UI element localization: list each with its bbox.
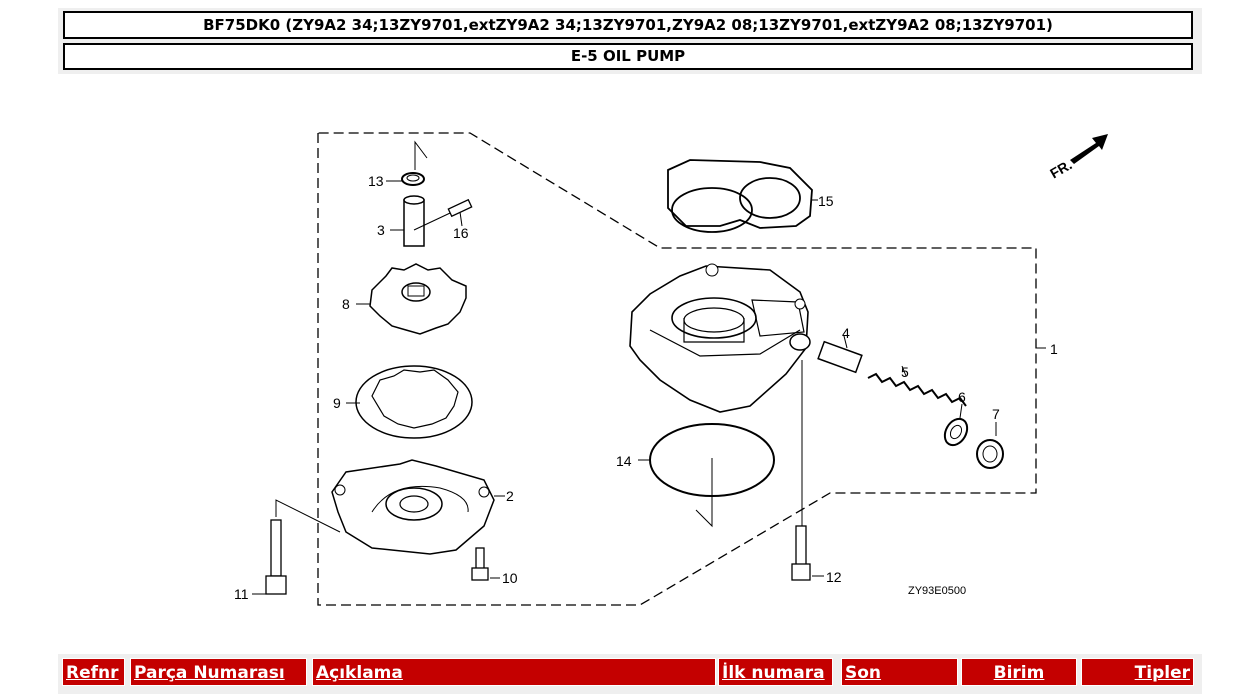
part-1-pump-body	[629, 263, 1046, 413]
callout-4: 4	[842, 325, 850, 341]
part-4-sleeve	[817, 335, 863, 374]
part-7-plug	[976, 422, 1004, 469]
callout-3: 3	[377, 222, 385, 238]
callout-9: 9	[333, 395, 341, 411]
callout-11: 11	[234, 586, 249, 602]
part-13-o-ring	[386, 140, 428, 186]
column-last-link[interactable]: Son	[841, 658, 958, 686]
front-direction-icon	[1070, 134, 1108, 164]
part-6-washer	[943, 403, 969, 447]
part-3-shaft	[390, 195, 466, 247]
column-description-link[interactable]: Açıklama	[312, 658, 716, 686]
callout-10: 10	[502, 570, 518, 586]
part-10-bolt	[471, 547, 500, 581]
column-unit-link[interactable]: Birim	[961, 658, 1077, 686]
header-panel: BF75DK0 (ZY9A2 34;13ZY9701,extZY9A2 34;1…	[58, 8, 1202, 74]
section-title: E-5 OIL PUMP	[63, 43, 1193, 70]
part-9-outer-rotor	[346, 365, 473, 439]
callout-15: 15	[818, 193, 834, 209]
oil-pump-diagram: FR.	[0, 80, 1260, 640]
part-8-inner-rotor	[356, 263, 467, 335]
part-16-pin	[447, 198, 473, 227]
column-types-link[interactable]: Tipler	[1081, 658, 1194, 686]
callout-2: 2	[506, 488, 514, 504]
part-12-bolt	[791, 360, 824, 581]
drawing-code: ZY93E0500	[908, 585, 966, 597]
callout-7: 7	[992, 406, 1000, 422]
callout-12: 12	[826, 569, 842, 585]
model-title: BF75DK0 (ZY9A2 34;13ZY9701,extZY9A2 34;1…	[63, 11, 1193, 39]
callout-1: 1	[1050, 341, 1058, 357]
callout-13: 13	[368, 173, 384, 189]
part-2-pump-cover	[331, 459, 505, 555]
part-14-o-ring	[638, 423, 775, 528]
callout-6: 6	[958, 389, 966, 405]
column-part-number-link[interactable]: Parça Numarası	[130, 658, 307, 686]
callout-5: 5	[901, 364, 909, 380]
column-ref-link[interactable]: Refnr	[62, 658, 125, 686]
parts-table-header: Refnr Parça Numarası Açıklama İlk numara…	[58, 654, 1202, 694]
part-11-long-bolt	[252, 499, 341, 595]
assembly-boundary	[317, 132, 1037, 606]
callout-8: 8	[342, 296, 350, 312]
part-15-gasket	[667, 159, 818, 233]
callout-16: 16	[453, 225, 469, 241]
column-first-number-link[interactable]: İlk numara	[718, 658, 833, 686]
part-5-spring	[867, 365, 967, 407]
callout-14: 14	[616, 453, 632, 469]
